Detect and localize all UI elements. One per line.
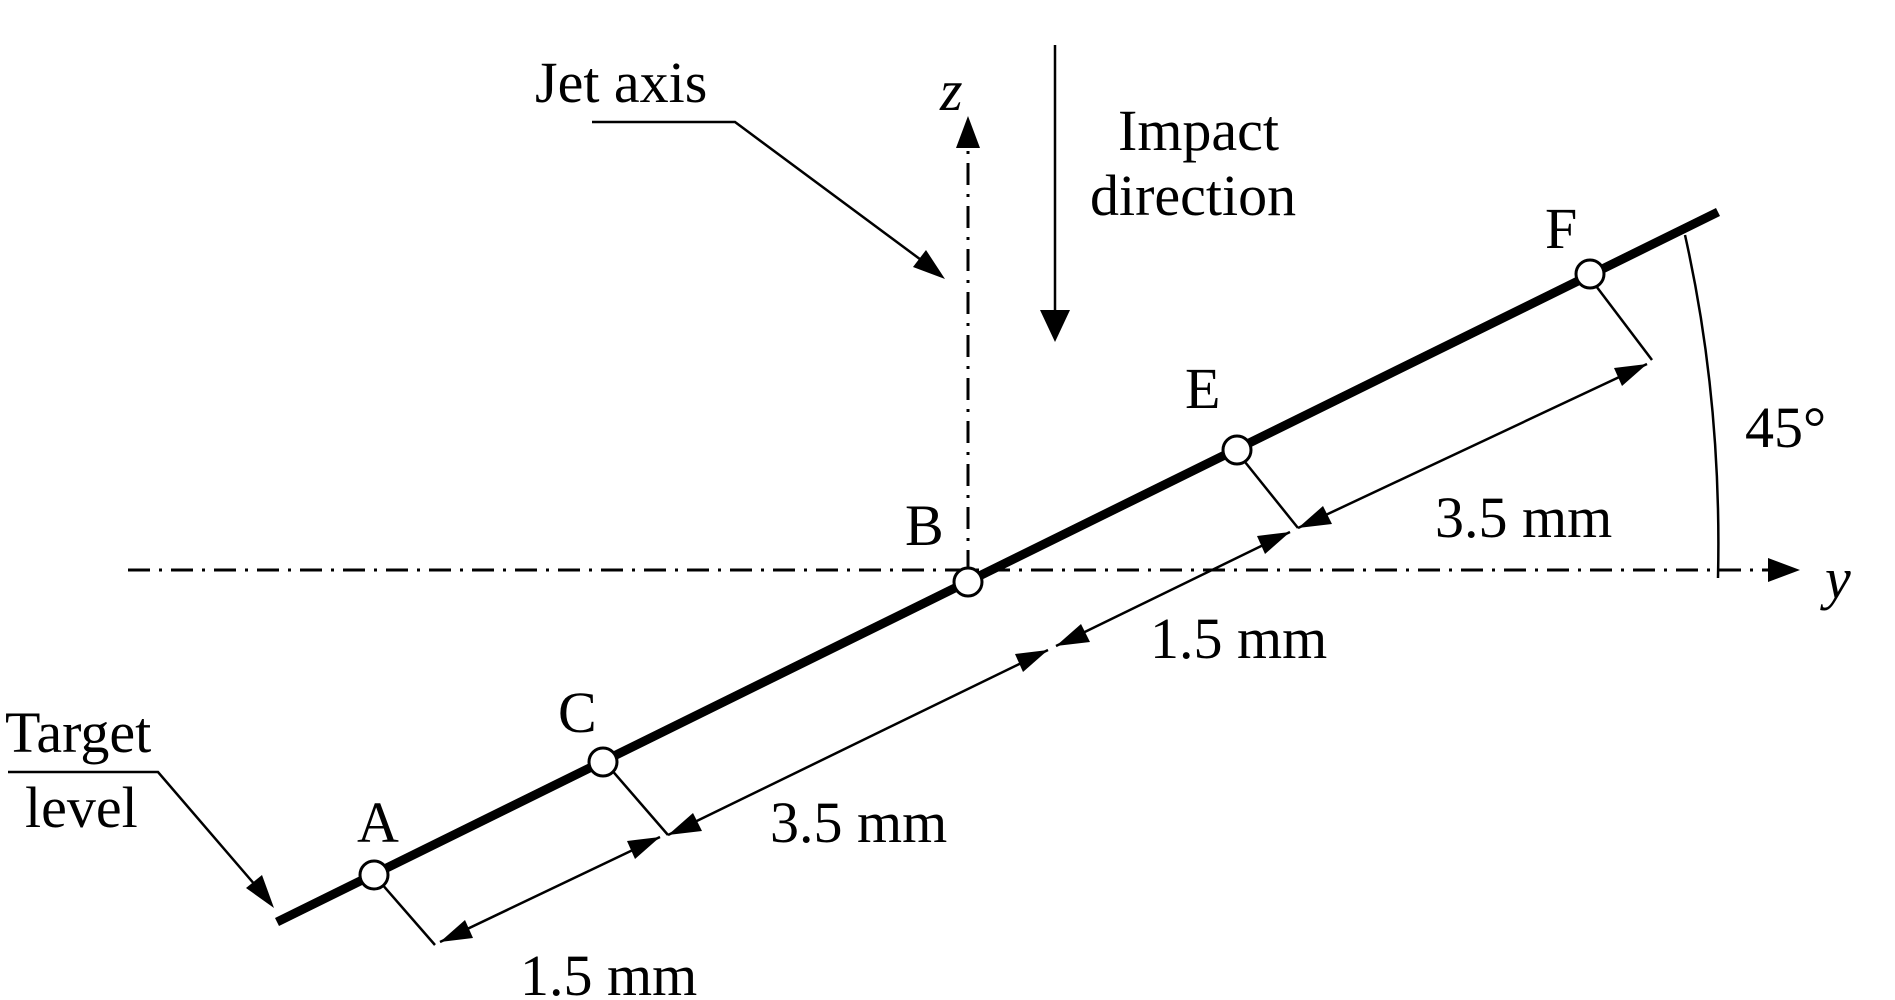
impact-direction-label-line1: Impact [1118,98,1279,163]
point-e-marker [1221,434,1253,466]
point-c-marker [587,746,619,778]
target-level-leader [8,770,269,901]
jet-axis-leader [592,120,941,276]
dimension-arrowhead-f [1614,364,1647,386]
impact-direction-label-line2: direction [1090,163,1296,228]
dimension-line-b-e [1055,530,1291,648]
point-b-marker [952,566,984,598]
impact-direction-arrowhead [1040,310,1070,342]
dimension-label-c-b: 3.5 mm [770,790,947,855]
target-level-label-line1: Target [5,700,151,765]
dimension-label-b-e: 1.5 mm [1150,606,1327,671]
dimension-arrowhead-c-left [627,837,660,859]
dimension-label-e-f: 3.5 mm [1435,485,1612,550]
dimension-label-a-c: 1.5 mm [520,943,697,1000]
dimension-arrowhead-b-right [1056,624,1090,646]
dimension-line-c-b [667,648,1049,837]
extension-line-e [1236,451,1299,529]
point-f-label: F [1545,196,1577,261]
angle-arc [1683,234,1720,579]
target-level-line [275,207,1720,927]
target-level-leader-arrowhead [246,875,274,908]
point-a-marker [358,859,390,891]
point-b-label: B [905,493,944,558]
point-f-marker [1574,258,1606,290]
z-axis-label: z [939,58,963,123]
dimension-line-a-c [439,835,661,944]
point-e-label: E [1185,356,1220,421]
point-a-label: A [357,790,399,855]
dimension-line-e-f [1297,362,1648,530]
extension-line-f [1589,277,1653,361]
dimension-arrowhead-e-right [1298,506,1332,528]
dimension-arrowhead-b-left [1015,650,1048,672]
jet-axis-leader-arrowhead [913,250,945,279]
y-axis-label: y [1820,546,1851,611]
target-level-label-line2: level [25,775,138,840]
angle-label: 45° [1745,395,1826,460]
jet-axis-label: Jet axis [535,50,707,115]
dimension-arrowhead-e-left [1257,532,1290,554]
dimension-arrowhead-a [440,920,473,942]
y-axis-arrowhead [1768,558,1800,582]
z-axis-arrowhead [956,116,980,148]
dimension-arrowhead-c-right [668,813,702,835]
point-c-label: C [558,680,597,745]
